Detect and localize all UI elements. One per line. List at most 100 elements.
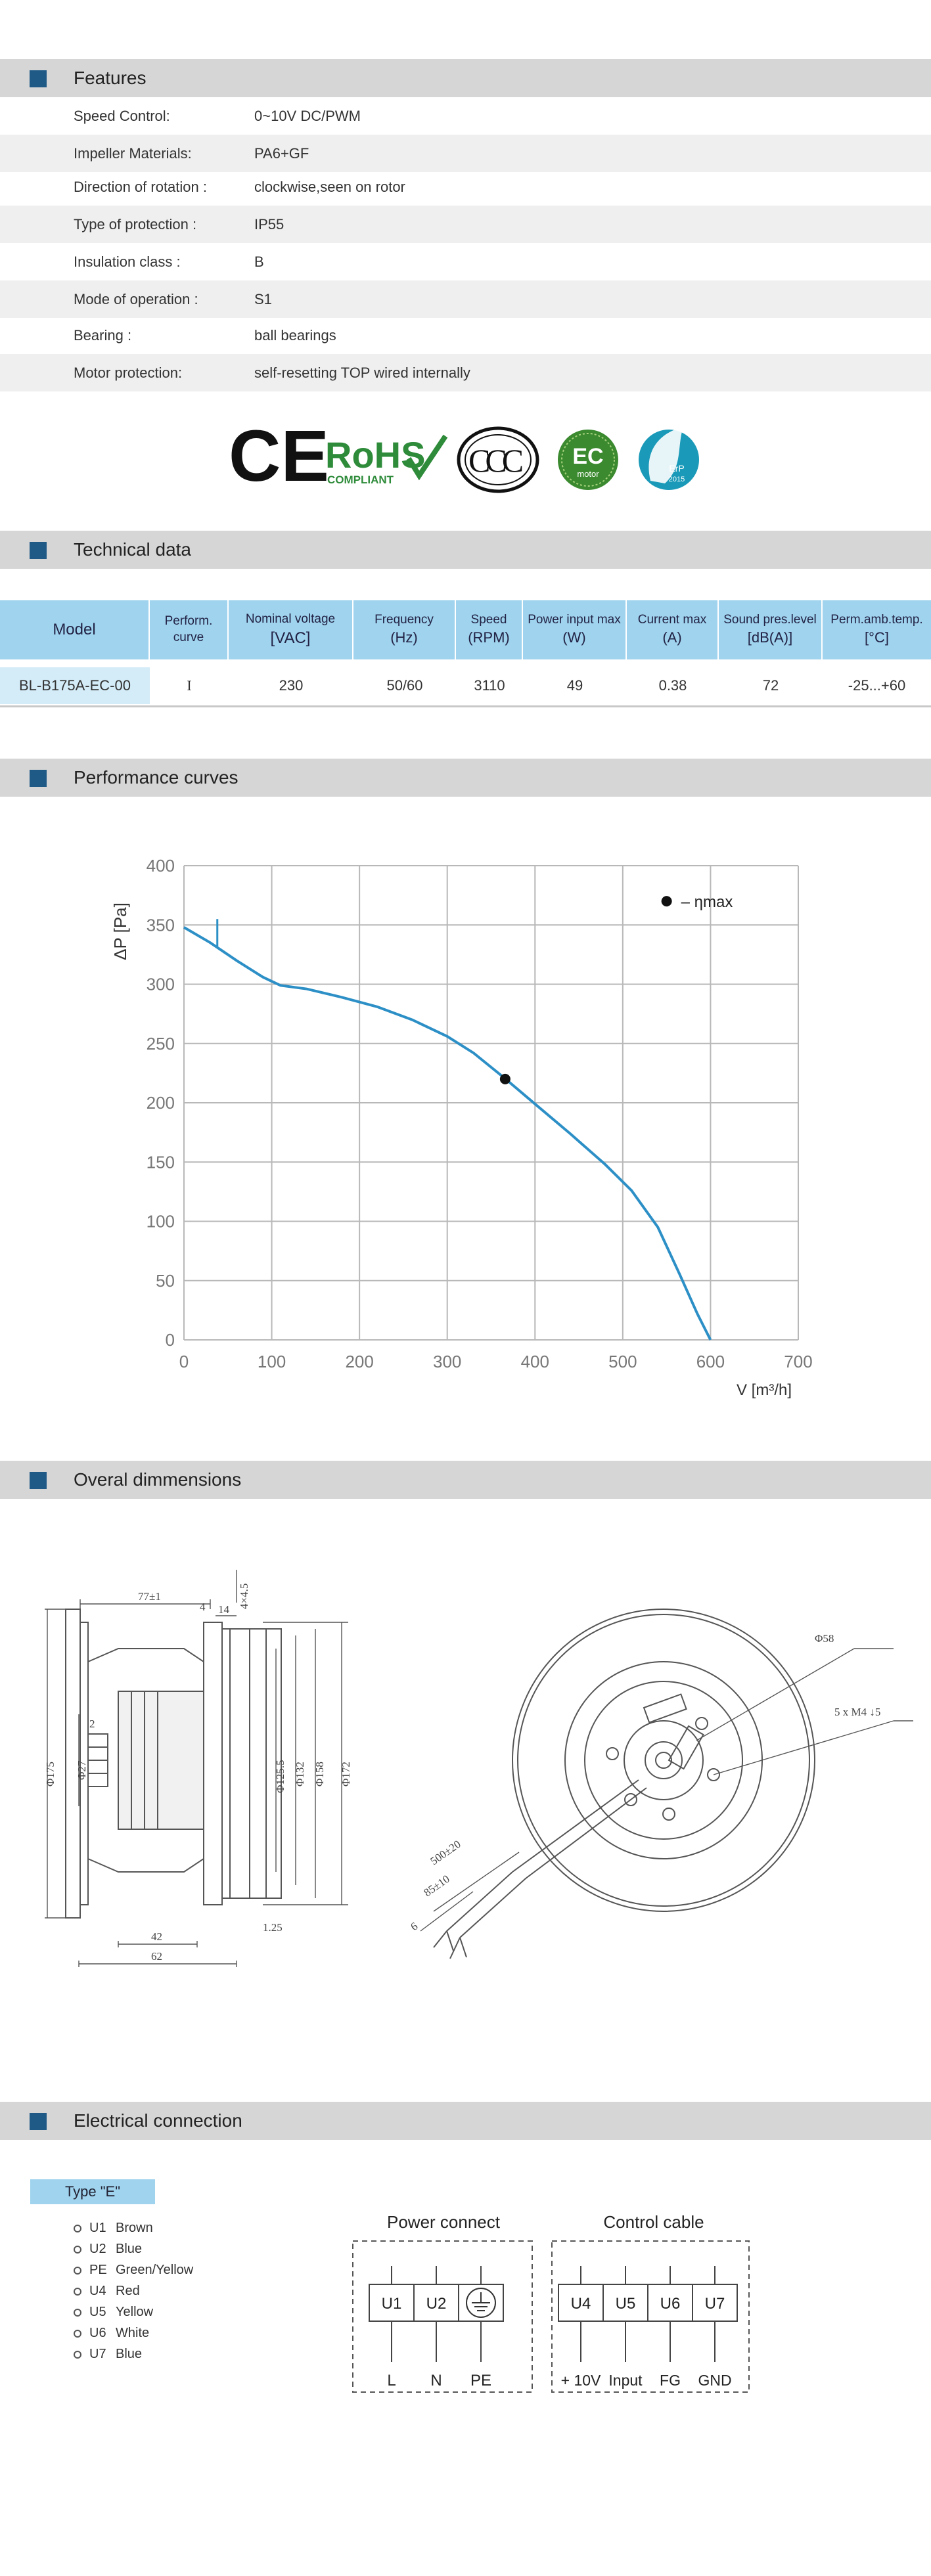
feature-row: Insulation class : B (0, 243, 931, 280)
x-tick-label: 0 (179, 1352, 189, 1371)
feature-row: Mode of operation : S1 (0, 280, 931, 318)
rohs-compliant-icon: RoHS COMPLIANT (325, 434, 448, 486)
ec-motor-icon: EC motor (558, 430, 618, 490)
table-bottom-rule (0, 705, 931, 707)
features-title: Features (74, 68, 147, 88)
dim-42: 42 (151, 1930, 162, 1943)
svg-text:COMPLIANT: COMPLIANT (327, 474, 394, 486)
control-label-fg: FG (660, 2372, 681, 2389)
col-header-temperature: Perm.amb.temp. [°C] (823, 600, 931, 659)
dim-screw: 5 x M4 ↓5 (834, 1706, 880, 1718)
front-view-drawing: Φ58 5 x M4 ↓5 500±20 85±10 6 (408, 1609, 913, 1959)
eta-max-point (499, 1073, 511, 1084)
y-tick-label: 100 (147, 1212, 175, 1232)
cell-model: BL-B175A-EC-00 (19, 677, 131, 694)
terminal-u5: U5 (616, 2295, 636, 2313)
x-tick-label: 600 (696, 1352, 725, 1371)
certification-logos: CE RoHS COMPLIANT CCC EC motor ErP 2015 (229, 420, 699, 497)
cell-sound: 72 (762, 677, 779, 694)
dim-14: 14 (218, 1603, 230, 1616)
electrical-title: Electrical connection (74, 2110, 242, 2131)
x-tick-label: 300 (433, 1352, 461, 1371)
feature-value: S1 (254, 291, 272, 307)
feature-row: Speed Control: 0~10V DC/PWM (0, 97, 931, 135)
svg-text:CCC: CCC (468, 442, 522, 479)
dim-d175: Φ175 (44, 1762, 57, 1787)
header-unit: (A) (662, 629, 682, 646)
svg-text:ErP: ErP (669, 463, 684, 474)
dim-4: 4 (200, 1601, 206, 1613)
header-unit: [dB(A)] (747, 629, 793, 646)
feature-label: Impeller Materials: (74, 145, 192, 162)
header-text: Power input max (528, 613, 621, 627)
wire-color: Yellow (116, 2305, 154, 2319)
technical-header: Technical data (0, 531, 931, 569)
header-unit: curve (173, 631, 204, 644)
dimensions-header: Overal dimmensions (0, 1461, 931, 1499)
feature-value: IP55 (254, 216, 284, 233)
y-tick-label: 300 (147, 975, 175, 994)
terminal-u1: U1 (382, 2295, 402, 2313)
wire-code: U5 (89, 2305, 106, 2319)
y-tick-label: 150 (147, 1152, 175, 1172)
control-cable-title: Control cable (603, 2212, 704, 2232)
wiring-diagram: Power connect U1 U2 L N PE Control cable (352, 2212, 750, 2393)
x-tick-label: 700 (784, 1352, 812, 1371)
feature-row: Impeller Materials: PA6+GF (0, 135, 931, 172)
dim-6: 6 (408, 1920, 420, 1933)
control-label-10v: + 10V (561, 2372, 601, 2389)
power-connect-frame (352, 2240, 533, 2393)
col-header-model: Model (0, 600, 150, 659)
col-header-current: Current max (A) (627, 600, 719, 659)
header-unit: [VAC] (270, 629, 311, 647)
dim-d27: Φ27 (76, 1760, 88, 1780)
feature-label: Speed Control: (74, 108, 170, 124)
col-header-power: Power input max (W) (523, 600, 627, 659)
bullet-icon (74, 2308, 81, 2317)
feature-label: Type of protection : (74, 216, 197, 233)
bullet-icon (74, 2266, 81, 2275)
feature-row: Type of protection : IP55 (0, 206, 931, 243)
bullet-icon (74, 2287, 81, 2296)
feature-row: Motor protection: self-resetting TOP wir… (0, 354, 931, 391)
feature-label: Mode of operation : (74, 291, 198, 307)
header-text: Model (53, 621, 96, 639)
header-text: Perform. (164, 614, 213, 629)
technical-title: Technical data (74, 539, 192, 560)
terminal-u2: U2 (426, 2295, 447, 2313)
feature-value: self-resetting TOP wired internally (254, 365, 470, 381)
cell-power: 49 (566, 677, 583, 694)
bullet-icon (74, 2329, 81, 2338)
connection-type-badge: Type "E" (30, 2179, 155, 2204)
header-unit: [°C] (865, 629, 889, 646)
power-label-n: N (430, 2372, 442, 2389)
feature-row: Bearing : ball bearings (0, 317, 931, 354)
section-marker-icon (30, 542, 47, 559)
header-unit: (W) (562, 629, 586, 646)
terminal-u4: U4 (571, 2295, 591, 2313)
wire-code: U7 (89, 2347, 106, 2361)
electrical-header: Electrical connection (0, 2102, 931, 2140)
side-view-drawing: 77±1 14 4 4×4.5 2 Φ175 Φ27 Φ125.5 Φ132 Φ… (44, 1570, 352, 1967)
feature-label: Insulation class : (74, 254, 181, 270)
cell-voltage: 230 (279, 677, 304, 694)
col-header-curve: Perform. curve (150, 600, 229, 659)
feature-label: Motor protection: (74, 365, 183, 381)
y-tick-label: 200 (147, 1093, 175, 1113)
col-header-speed: Speed (RPM) (456, 600, 523, 659)
chart-grid (183, 865, 799, 1341)
terminal-u7: U7 (705, 2295, 725, 2313)
section-marker-icon (30, 1472, 47, 1489)
wire-color: Green/Yellow (116, 2263, 194, 2277)
header-text: Perm.amb.temp. (830, 613, 923, 627)
control-label-input: Input (608, 2372, 643, 2389)
model-cell-background (0, 667, 150, 704)
x-tick-label: 500 (608, 1352, 637, 1371)
wire-code: U2 (89, 2242, 106, 2256)
wire-color: Red (116, 2284, 140, 2298)
